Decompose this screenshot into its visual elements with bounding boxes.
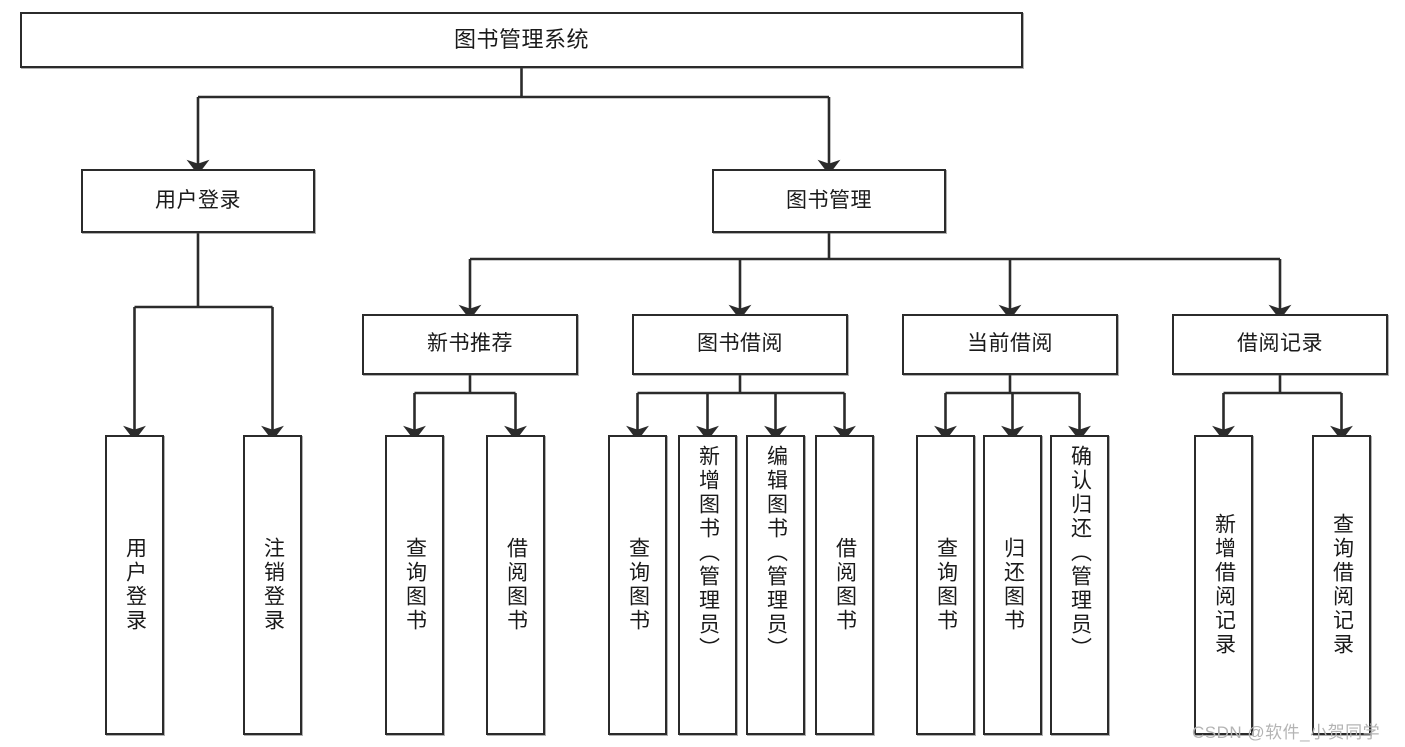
node-root[interactable]: 图书管理系统 — [20, 12, 1023, 68]
leaf-recommend-query-book-label: 查询图书 — [403, 537, 427, 633]
leaf-borrow-lend-book-label: 借阅图书 — [833, 537, 857, 633]
node-current-borrow[interactable]: 当前借阅 — [902, 314, 1118, 375]
node-borrow-record[interactable]: 借阅记录 — [1172, 314, 1388, 375]
node-borrow-record-label: 借阅记录 — [1237, 332, 1323, 356]
leaf-borrow-lend-book[interactable]: 借阅图书 — [815, 435, 874, 735]
leaf-borrow-add-book-admin-label: 新增图书（管理员） — [696, 445, 720, 661]
node-current-borrow-label: 当前借阅 — [967, 332, 1053, 356]
node-user-login-label: 用户登录 — [155, 188, 241, 212]
leaf-current-return-book-label: 归还图书 — [1001, 537, 1025, 633]
leaf-user-logout-label: 注销登录 — [261, 537, 285, 633]
node-book-management-label: 图书管理 — [786, 188, 872, 212]
leaf-user-logout[interactable]: 注销登录 — [243, 435, 302, 735]
leaf-user-login-label: 用户登录 — [123, 537, 147, 633]
leaf-current-return-book[interactable]: 归还图书 — [983, 435, 1042, 735]
leaf-current-confirm-return-admin[interactable]: 确认归还（管理员） — [1050, 435, 1109, 735]
leaf-recommend-query-book[interactable]: 查询图书 — [385, 435, 444, 735]
leaf-record-add-borrow-record-label: 新增借阅记录 — [1212, 513, 1236, 657]
leaf-recommend-borrow-book[interactable]: 借阅图书 — [486, 435, 545, 735]
leaf-current-query-book-label: 查询图书 — [934, 537, 958, 633]
leaf-borrow-edit-book-admin[interactable]: 编辑图书（管理员） — [746, 435, 805, 735]
leaf-user-login[interactable]: 用户登录 — [105, 435, 164, 735]
leaf-current-query-book[interactable]: 查询图书 — [916, 435, 975, 735]
node-user-login[interactable]: 用户登录 — [81, 169, 315, 233]
leaf-record-query-borrow-record[interactable]: 查询借阅记录 — [1312, 435, 1371, 735]
leaf-record-query-borrow-record-label: 查询借阅记录 — [1330, 513, 1354, 657]
leaf-borrow-query-book[interactable]: 查询图书 — [608, 435, 667, 735]
node-book-borrow[interactable]: 图书借阅 — [632, 314, 848, 375]
leaf-borrow-edit-book-admin-label: 编辑图书（管理员） — [764, 445, 788, 661]
node-new-book-recommendation-label: 新书推荐 — [427, 332, 513, 356]
node-root-label: 图书管理系统 — [453, 27, 589, 53]
node-book-borrow-label: 图书借阅 — [697, 332, 783, 356]
csdn-watermark: CSDN @软件_小贺同学 — [1192, 723, 1381, 742]
leaf-recommend-borrow-book-label: 借阅图书 — [504, 537, 528, 633]
node-new-book-recommendation[interactable]: 新书推荐 — [362, 314, 578, 375]
leaf-borrow-add-book-admin[interactable]: 新增图书（管理员） — [678, 435, 737, 735]
node-book-management[interactable]: 图书管理 — [712, 169, 946, 233]
leaf-borrow-query-book-label: 查询图书 — [626, 537, 650, 633]
leaf-record-add-borrow-record[interactable]: 新增借阅记录 — [1194, 435, 1253, 735]
leaf-current-confirm-return-admin-label: 确认归还（管理员） — [1068, 445, 1092, 661]
